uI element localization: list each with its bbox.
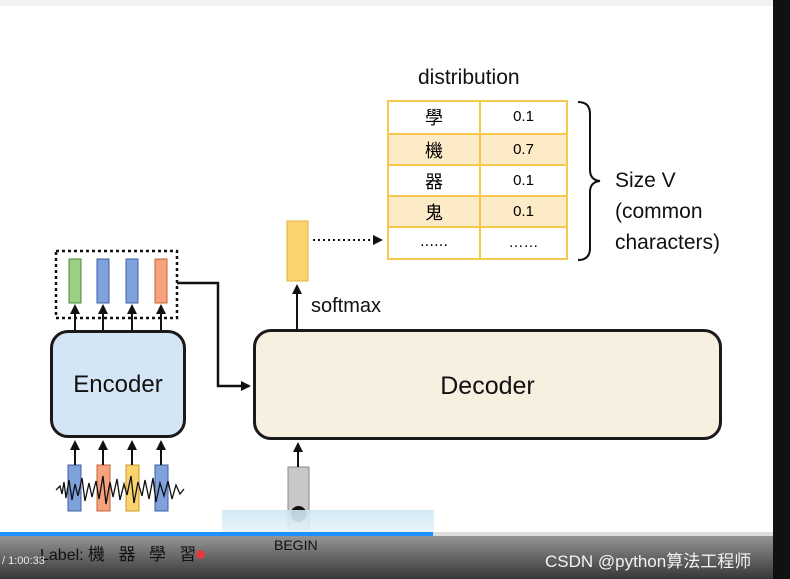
table-row: 學 0.1 (389, 102, 566, 133)
enc-out-vector-blue-1 (96, 258, 110, 304)
encoder-block: Encoder (50, 330, 186, 438)
enc-out-vector-orange (154, 258, 168, 304)
audio-waveform (55, 475, 185, 505)
table-row: 鬼 0.1 (389, 195, 566, 226)
table-cell-value: 0.1 (513, 172, 534, 189)
size-brace (577, 101, 601, 261)
record-icon (196, 550, 205, 559)
distribution-table: 學 0.1 機 0.7 器 0.1 鬼 0.1 …… …… (387, 100, 568, 260)
table-row: 器 0.1 (389, 164, 566, 195)
distribution-title: distribution (418, 66, 520, 89)
label-prefix: Label: (40, 547, 84, 564)
softmax-label: softmax (311, 295, 382, 317)
size-note-line-3: characters) (615, 231, 721, 254)
table-cell-value: 0.1 (513, 108, 534, 125)
right-edge-bar (773, 0, 790, 579)
audio-glow (222, 510, 434, 534)
table-cell-value: 0.7 (513, 141, 534, 158)
label-caption: Label: 機 器 學 習 (40, 540, 200, 565)
size-note-line-2: (common (615, 200, 703, 223)
encoder-label: Encoder (73, 371, 163, 398)
encoder-output-box (54, 249, 179, 320)
input-vector-orange (96, 464, 111, 512)
softmax-output-vector (286, 220, 309, 282)
video-time: / 1:00:33 (2, 555, 45, 567)
table-row: …… …… (389, 226, 566, 258)
table-cell-char: 器 (425, 172, 443, 193)
decoder-label: Decoder (440, 372, 535, 400)
size-note-line-1: Size V (615, 169, 676, 192)
begin-label: BEGIN (274, 537, 318, 553)
table-cell-value: …… (508, 234, 539, 251)
video-progress-fill (0, 532, 433, 536)
top-strip (0, 0, 790, 6)
enc-out-vector-blue-2 (125, 258, 139, 304)
decoder-block: Decoder (253, 329, 722, 440)
video-controls-bar (0, 536, 773, 579)
table-row: 機 0.7 (389, 133, 566, 164)
watermark-text: CSDN @python算法工程师 (545, 552, 752, 571)
table-cell-char: 機 (425, 141, 443, 162)
label-chars: 機 器 學 習 (88, 545, 201, 565)
table-cell-char: 學 (425, 108, 443, 129)
encoder-to-decoder-arrow (177, 281, 251, 391)
table-cell-char: 鬼 (425, 203, 443, 224)
table-cell-value: 0.1 (513, 203, 534, 220)
enc-out-vector-green (68, 258, 82, 304)
table-cell-char: …… (420, 234, 448, 250)
